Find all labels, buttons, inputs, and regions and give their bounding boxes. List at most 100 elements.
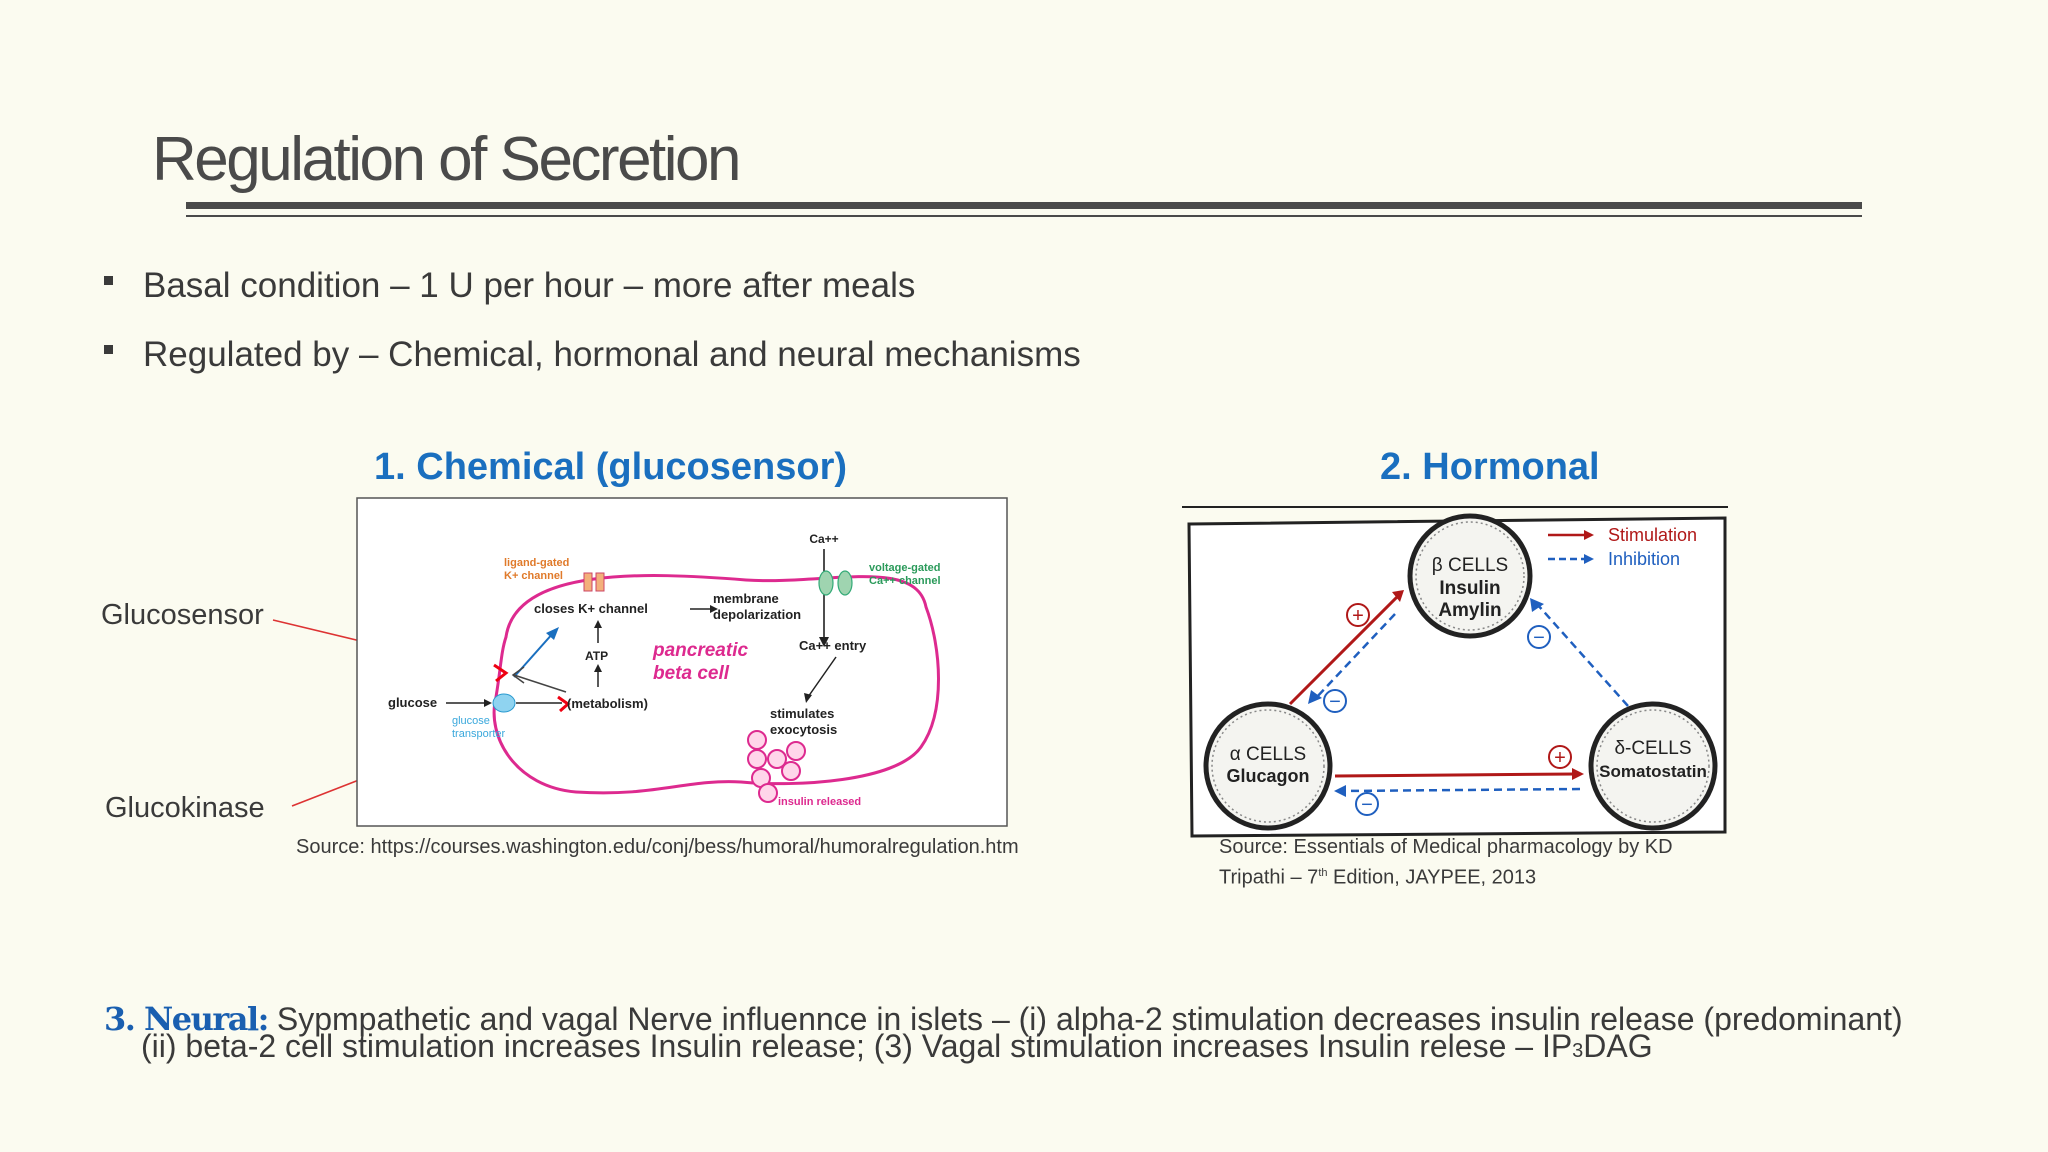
plus-marker-ring — [1346, 603, 1370, 627]
beta-cells-circle — [1407, 513, 1533, 639]
ca-label: Ca++ — [809, 532, 838, 546]
transporter-label-1: glucose — [452, 715, 490, 727]
hormonal-source-line2a: Tripathi – 7 — [1219, 866, 1319, 889]
delta-cells-node: δ-CELLS Somatostatin — [1588, 701, 1718, 831]
minus-marker: − — [1527, 625, 1551, 649]
neural-label: 3. Neural: — [104, 1000, 269, 1038]
beta-cell-diagram: Ca++ voltage-gated Ca++ channel ligand-g… — [356, 497, 1008, 827]
ca-entry-arrowhead — [804, 693, 812, 703]
delta-cells-title: δ-CELLS — [1614, 738, 1691, 759]
ca-entry-label: Ca++ entry — [799, 638, 867, 653]
metabolism-label: (metabolism) — [567, 696, 648, 711]
neural-line1: Sypmpathetic and vagal Nerve influennce … — [267, 1001, 1903, 1037]
stimulates-label-1: stimulates — [770, 706, 834, 721]
hormonal-source-line1: Source: Essentials of Medical pharmacolo… — [1219, 836, 1673, 858]
insulin-granules — [747, 730, 806, 803]
hormonal-source-sup: th — [1318, 867, 1328, 879]
ligand-gated-label-1: ligand-gated — [504, 557, 569, 569]
legend-inhibition-arrowhead — [1584, 554, 1594, 564]
cell-membrane — [492, 574, 940, 795]
voltage-gated-channel-right — [837, 570, 853, 596]
membrane-label-1: membrane — [713, 591, 779, 606]
minus-marker: − — [1323, 689, 1347, 713]
glucose-transporter-shape — [492, 693, 516, 713]
neural-line2-end: DAG — [1583, 1028, 1653, 1064]
dark-feedback-arrow — [513, 674, 567, 693]
insulin-granule — [758, 783, 778, 803]
neural-line2: (ii) beta-2 cell stimulation increases I… — [104, 1030, 2004, 1065]
metabolism-up-arrowhead — [594, 664, 602, 672]
bullet-square-icon — [104, 276, 113, 285]
ligand-gated-channel-left — [583, 572, 593, 592]
neural-line2-text: (ii) beta-2 cell stimulation increases I… — [141, 1028, 1573, 1064]
beta-cells-inner-ring — [1415, 521, 1525, 631]
minus-sign: − — [1533, 627, 1545, 649]
delta-to-beta-inhibition-arrow — [1536, 603, 1629, 707]
chemical-source: Source: https://courses.washington.edu/c… — [296, 836, 1019, 858]
beta-cells-amylin: Amylin — [1438, 600, 1501, 621]
minus-marker-ring — [1527, 625, 1551, 649]
glucosensor-mark — [493, 663, 509, 683]
beta-to-alpha-inhibition-arrow — [1314, 613, 1396, 700]
plus-marker: + — [1346, 603, 1370, 627]
insulin-granule — [767, 749, 787, 769]
title-rule-thin — [186, 215, 1862, 217]
beta-to-alpha-inhibition-arrowhead — [1308, 690, 1322, 704]
insulin-granule — [781, 761, 801, 781]
blue-feedback-arrowhead — [546, 627, 559, 640]
pancreatic-label-1: pancreatic — [652, 640, 748, 661]
beta-cells-title: β CELLS — [1432, 555, 1508, 576]
diagram-frame — [356, 497, 1008, 827]
beta-cells-node: β CELLS Insulin Amylin — [1407, 513, 1533, 639]
alpha-cells-circle — [1203, 701, 1333, 831]
closes-k-label: closes K+ channel — [534, 601, 648, 616]
glucosensor-label: Glucosensor — [101, 599, 264, 631]
alpha-cells-glucagon: Glucagon — [1226, 766, 1309, 786]
glucose-arrowhead — [484, 699, 492, 707]
chemical-heading: 1. Chemical (glucosensor) — [374, 446, 848, 488]
plus-sign: + — [1554, 747, 1566, 769]
bullet-text: Basal condition – 1 U per hour – more af… — [143, 266, 916, 305]
beta-cells-insulin: Insulin — [1439, 578, 1500, 599]
minus-sign: − — [1329, 691, 1341, 713]
atp-label: ATP — [585, 649, 608, 663]
minus-marker: − — [1355, 792, 1379, 816]
neural-paragraph: 3. Neural: Sypmpathetic and vagal Nerve … — [104, 1003, 2004, 1065]
delta-cells-somatostatin: Somatostatin — [1599, 762, 1707, 781]
islet-hormone-diagram: Stimulation Inhibition + − − + − β CELLS… — [1182, 506, 1728, 838]
membrane-label-2: depolarization — [713, 607, 801, 622]
alpha-to-beta-stimulation-arrow — [1288, 592, 1402, 706]
ligand-gated-label-2: K+ channel — [504, 570, 563, 582]
delta-to-alpha-inhibition-arrow — [1341, 787, 1581, 793]
legend-stimulation-label: Stimulation — [1608, 525, 1697, 545]
voltage-gated-channel-left — [818, 570, 834, 596]
dark-feedback-arrowhead — [511, 666, 525, 684]
title-rule-thick — [186, 202, 1862, 209]
alpha-cells-node: α CELLS Glucagon — [1203, 701, 1333, 831]
plus-marker: + — [1548, 745, 1572, 769]
delta-cells-inner-ring — [1596, 709, 1710, 823]
bullet-item-2: Regulated by – Chemical, hormonal and ne… — [104, 335, 1081, 375]
insulin-released-label: insulin released — [778, 796, 861, 808]
stimulates-label-2: exocytosis — [770, 722, 837, 737]
hormonal-source-line2b: Edition, JAYPEE, 2013 — [1327, 866, 1537, 889]
hormonal-source: Source: Essentials of Medical pharmacolo… — [1219, 834, 1673, 891]
voltage-gated-label-2: Ca++ channel — [869, 575, 941, 587]
plus-marker-ring — [1548, 745, 1572, 769]
legend-stimulation-arrowhead — [1584, 530, 1594, 540]
voltage-gated-label-1: voltage-gated — [869, 562, 941, 574]
alpha-to-beta-stimulation-arrowhead — [1392, 590, 1404, 602]
alpha-to-delta-stimulation-arrow — [1334, 772, 1577, 778]
closes-k-arrowhead — [710, 605, 718, 613]
minus-sign: − — [1361, 794, 1373, 816]
legend-inhibition-label: Inhibition — [1608, 549, 1680, 569]
minus-marker-ring — [1323, 689, 1347, 713]
atp-up-arrowhead — [594, 620, 602, 628]
transporter-label-2: transporter — [452, 728, 506, 740]
bullet-item-1: Basal condition – 1 U per hour – more af… — [104, 266, 915, 306]
delta-to-alpha-inhibition-arrowhead — [1334, 785, 1346, 797]
plus-sign: + — [1352, 605, 1364, 627]
pancreatic-label-2: beta cell — [653, 663, 730, 684]
insulin-granule — [747, 730, 767, 750]
